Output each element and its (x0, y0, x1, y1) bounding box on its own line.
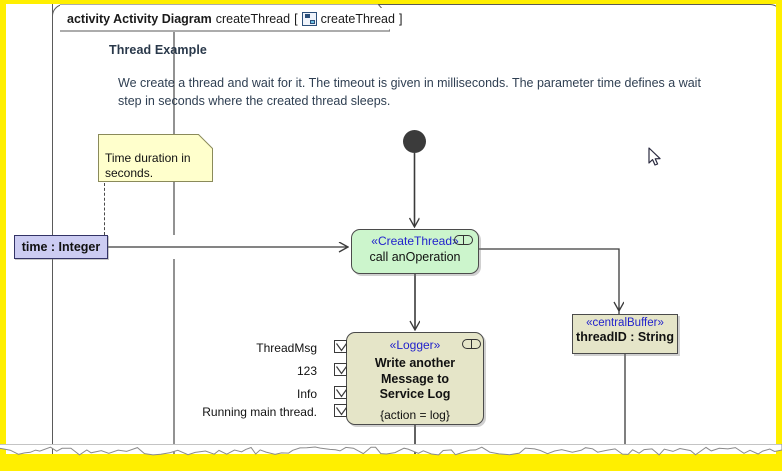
action-logger-line3: Service Log (379, 387, 451, 401)
activity-parameter-time-label: time : Integer (21, 240, 101, 254)
frame-keyword: activity Activity Diagram (67, 11, 212, 26)
input-pin-icon[interactable] (334, 386, 347, 399)
page-description: We create a thread and wait for it. The … (118, 76, 701, 108)
pin-chevron-icon (336, 343, 347, 352)
mouse-pointer-icon (648, 147, 661, 166)
diagram-page: activity Activity Diagram createThread [… (6, 4, 776, 454)
behavior-pill-icon (462, 338, 481, 349)
comment-note[interactable]: Time duration in seconds. (98, 134, 213, 182)
pin-chevron-icon (336, 366, 347, 375)
frame-corner-right (768, 4, 776, 18)
input-pin-icon[interactable] (334, 404, 347, 417)
input-pin-icon[interactable] (334, 363, 347, 376)
action-logger-tag: {action = log} (380, 407, 450, 422)
action-logger-stereotype: «Logger» (389, 338, 441, 352)
frame-qualifier: createThread (320, 11, 395, 26)
page-title: Thread Example (109, 43, 207, 57)
input-pin-label-3: Running main thread. (202, 405, 317, 419)
input-pin-label-2: Info (296, 387, 317, 401)
object-node-central-buffer[interactable]: «centralBuffer» threadID : String (572, 314, 678, 354)
frame-name: createThread (215, 11, 291, 26)
action-create-thread-label: call anOperation (369, 250, 461, 264)
frame-bracket-close: ] (398, 11, 403, 26)
pin-chevron-icon (336, 407, 347, 416)
frame-corner-left (52, 4, 66, 18)
behavior-pill-icon (454, 234, 473, 245)
frame-label: activity Activity Diagram createThread [… (60, 8, 425, 29)
pin-chevron-icon (336, 389, 347, 398)
input-pin-label-1: 123 (296, 364, 317, 378)
note-fold-shape (197, 134, 213, 150)
input-pin-icon[interactable] (334, 340, 347, 353)
activity-diagram-icon (301, 11, 317, 26)
comment-note-text: Time duration in seconds. (105, 151, 191, 180)
action-logger-line1: Write another (374, 356, 456, 370)
central-buffer-stereotype: «centralBuffer» (586, 317, 664, 329)
frame-top-border (65, 4, 769, 5)
action-logger[interactable]: «Logger» Write another Message to Servic… (346, 332, 484, 425)
note-anchor-line (104, 183, 105, 235)
central-buffer-label: threadID : String (576, 330, 674, 344)
initial-node[interactable] (403, 130, 426, 153)
action-create-thread-stereotype: «CreateThread» (371, 234, 459, 248)
action-logger-line2: Message to (380, 371, 450, 386)
activity-parameter-time[interactable]: time : Integer (14, 235, 108, 259)
input-pin-label-0: ThreadMsg (256, 341, 317, 355)
frame-bracket-open: [ (294, 11, 298, 26)
note-fold-corner (193, 134, 213, 154)
